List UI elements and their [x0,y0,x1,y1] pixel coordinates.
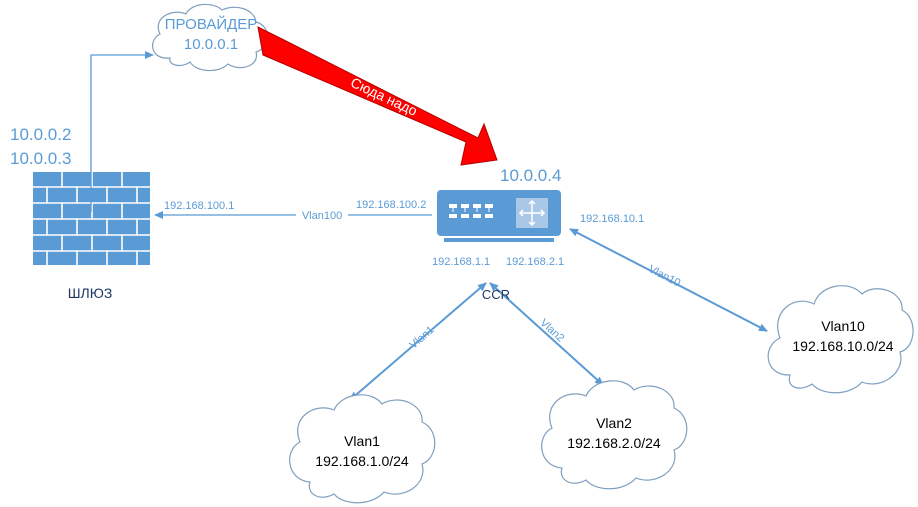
vlan1-link [349,282,487,401]
gateway-lan-ip: 192.168.100.1 [164,200,234,212]
vlan1-subnet: 192.168.1.0/24 [315,453,409,469]
gateway-ip-2: 10.0.0.3 [10,149,71,168]
gateway-ip-1: 10.0.0.2 [10,125,71,144]
ccr-name: CCR [482,287,510,302]
ccr-wan-ip: 10.0.0.4 [500,166,561,185]
vlan1-name: Vlan1 [344,433,380,449]
vlan100-label: Vlan100 [302,210,342,222]
provider-cloud: ПРОВАЙДЕР 10.0.0.1 [152,3,268,72]
vlan10-cloud: Vlan10 192.168.10.0/24 [767,285,914,394]
vlan2-name: Vlan2 [596,415,632,431]
callout-arrow: Сюда надо [257,26,498,166]
vlan10-name: Vlan10 [821,318,865,334]
provider-ip: 10.0.0.1 [184,36,238,53]
ccr-vlan2-ip: 192.168.2.1 [506,256,564,268]
vlan10-label: Vlan10 [646,263,682,289]
router-icon [437,190,561,242]
vlan2-link [489,282,604,386]
vlan2-subnet: 192.168.2.0/24 [567,435,661,451]
provider-name: ПРОВАЙДЕР [165,15,258,33]
vlan2-cloud: Vlan2 192.168.2.0/24 [541,380,688,490]
vlan10-link [569,228,768,332]
ccr-vlan10-ip: 192.168.10.1 [580,213,644,225]
gateway-provider-link [90,51,154,210]
vlan10-subnet: 192.168.10.0/24 [792,338,893,354]
gateway-name: ШЛЮЗ [68,285,113,301]
vlan1-cloud: Vlan1 192.168.1.0/24 [289,394,436,504]
ccr-vlan1-ip: 192.168.1.1 [432,256,490,268]
vlan100-label-bg [296,208,348,221]
ccr-vlan100-ip: 192.168.100.2 [356,199,426,211]
vlan1-label: Vlan1 [407,324,436,352]
